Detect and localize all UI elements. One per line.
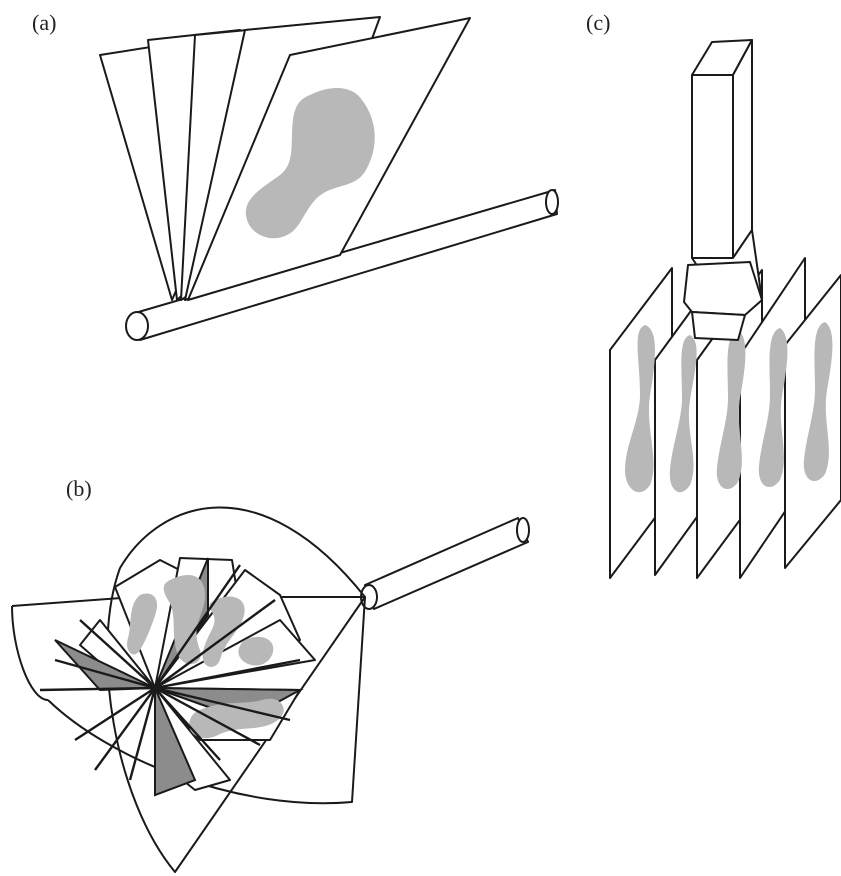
blob-b-4 — [127, 593, 158, 655]
blob-c-5 — [803, 322, 833, 482]
blob-b-1 — [163, 575, 205, 665]
probe-bar — [683, 39, 763, 341]
panel-a-label: (a) — [32, 10, 56, 35]
blob-b-5 — [238, 636, 274, 666]
hub-center — [152, 685, 158, 691]
hub-spokes — [39, 564, 301, 781]
blob-c-2 — [669, 335, 697, 493]
blob-c-4 — [758, 328, 788, 488]
blob-c-3 — [716, 330, 746, 490]
rod-b — [360, 517, 530, 610]
panel-b-label: (b) — [66, 476, 92, 501]
rotation-envelope — [11, 506, 366, 873]
panel-a: (a) — [32, 10, 559, 341]
panel-c: (c) — [586, 10, 841, 579]
blob-b-3 — [189, 698, 284, 739]
rod-a — [125, 189, 559, 341]
panel-c-label: (c) — [586, 10, 610, 35]
blob-a — [245, 88, 375, 239]
sheet-b-dark-2 — [154, 687, 197, 797]
rotated-sheets — [39, 557, 316, 797]
panel-b: (b) — [11, 476, 530, 873]
blob-c-1 — [625, 325, 655, 493]
blob-b-2 — [202, 596, 245, 667]
